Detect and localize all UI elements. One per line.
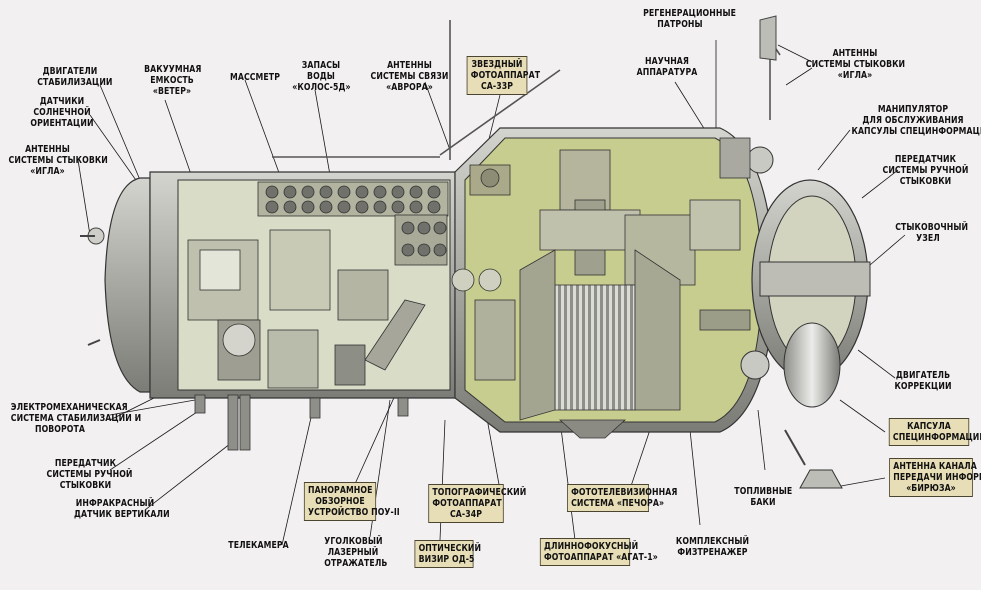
leader-peredatchik-r	[861, 169, 899, 199]
label-panorama: ПАНОРАМНОЕ ОБЗОРНОЕ УСТРОЙСТВО ПОУ-II	[303, 482, 400, 521]
label-topograf: ТОПОГРАФИЧЕСКИЙ ФОТОАППАРАТ СА-34Р	[428, 484, 526, 523]
kapsula-shape	[783, 322, 841, 408]
leader-fiztren	[689, 429, 701, 526]
label-kapsula: КАПСУЛА СПЕЦИНФОРМАЦИИ	[888, 418, 981, 446]
left-dome	[80, 177, 151, 393]
leader-avrora	[424, 81, 451, 151]
small-section-details	[187, 181, 449, 389]
leader-igla-top-1	[777, 44, 813, 63]
label-igla-top: АНТЕННЫ СИСТЕМЫ СТЫКОВКИ «ИГЛА»	[805, 48, 906, 81]
leader-infra	[144, 439, 236, 511]
leader-telekamera	[281, 399, 316, 546]
label-manipulator: МАНИПУЛЯТОР ДЛЯ ОБСЛУЖИВАНИЯ КАПСУЛЫ СПЕ…	[851, 104, 981, 137]
label-zvezdny: ЗВЕЗДНЫЙ ФОТОАППАРАТ СА-33Р	[466, 56, 540, 95]
label-agat: ДЛИННОФОКУСНЫЙ ФОТОАППАРАТ «АГАТ-1»	[539, 538, 658, 566]
label-peredatchik-left: ПЕРЕДАТЧИК СИСТЕМЫ РУЧНОЙ СТЫКОВКИ	[46, 458, 133, 491]
label-igla-left: АНТЕННЫ СИСТЕМЫ СТЫКОВКИ «ИГЛА»	[8, 144, 108, 177]
leader-igla-left	[77, 159, 91, 236]
label-telekamera: ТЕЛЕКАМЕРА	[228, 540, 289, 551]
label-dvigateli-stab: ДВИГАТЕЛИ СТАБИЛИЗАЦИИ	[37, 66, 113, 88]
label-toplivnye: ТОПЛИВНЫЕ БАКИ	[734, 486, 793, 508]
label-datchiki: ДАТЧИКИ СОЛНЕЧНОЙ ОРИЕНТАЦИИ	[30, 96, 94, 129]
label-vizir: ОПТИЧЕСКИЙ ВИЗИР ОД-5	[414, 540, 481, 568]
lower-devices	[194, 394, 409, 451]
label-avrora: АНТЕННЫ СИСТЕМЫ СВЯЗИ «АВРОРА»	[370, 60, 449, 93]
leader-toplivnye	[757, 409, 766, 471]
label-electromeh: ЭЛЕКТРОМЕХАНИЧЕСКАЯ СИСТЕМА СТАБИЛИЗАЦИИ…	[10, 402, 141, 435]
leader-dvigateli	[99, 84, 141, 181]
leader-stykovochny	[869, 234, 906, 266]
label-lazer: УГОЛКОВЫЙ ЛАЗЕРНЫЙ ОТРАЖАТЕЛЬ	[324, 536, 388, 569]
label-stykovochny: СТЫКОВОЧНЫЙ УЗЕЛ	[895, 222, 969, 244]
label-massmetr: МАССМЕТР	[230, 72, 280, 83]
label-nauchnaya: НАУЧНАЯ АППАРАТУРА	[636, 56, 698, 78]
leader-igla-top-2	[785, 67, 813, 86]
label-peredatchik-right: ПЕРЕДАТЧИК СИСТЕМЫ РУЧНОЙ СТЫКОВКИ	[882, 154, 969, 187]
leader-dvigatel	[857, 349, 896, 379]
biryuza-dish	[799, 469, 843, 489]
label-pechora: ФОТОТЕЛЕВИЗИОННАЯ СИСТЕМА «ПЕЧОРА»	[567, 484, 677, 512]
leader-lines	[77, 40, 906, 546]
label-dvigatel-korr: ДВИГАТЕЛЬ КОРРЕКЦИИ	[894, 370, 952, 392]
label-zapasy: ЗАПАСЫ ВОДЫ «КОЛОС-5Д»	[292, 60, 351, 93]
label-infrakrasny: ИНФРАКРАСНЫЙ ДАТЧИК ВЕРТИКАЛИ	[74, 498, 170, 520]
label-biryuza: АНТЕННА КАНАЛА ПЕРЕДАЧИ ИНФОРМАЦИИ «БИРЮ…	[889, 458, 981, 497]
leader-peredatchik-l	[109, 409, 201, 471]
label-regen: РЕГЕНЕРАЦИОННЫЕ ПАТРОНЫ	[643, 8, 737, 30]
leader-agat	[559, 419, 576, 541]
leader-zapasy	[314, 89, 331, 176]
large-section-details	[451, 137, 751, 439]
right-module	[740, 146, 871, 489]
label-vakuum: ВАКУУМНАЯ ЕМКОСТЬ «ВЕТЕР»	[144, 64, 202, 97]
label-fiztrenazher: КОМПЛЕКСНЫЙ ФИЗТРЕНАЖЕР	[675, 536, 750, 558]
igla-antenna-dish	[759, 15, 777, 61]
leader-kapsula	[839, 399, 886, 433]
leader-manipulator	[817, 129, 851, 171]
